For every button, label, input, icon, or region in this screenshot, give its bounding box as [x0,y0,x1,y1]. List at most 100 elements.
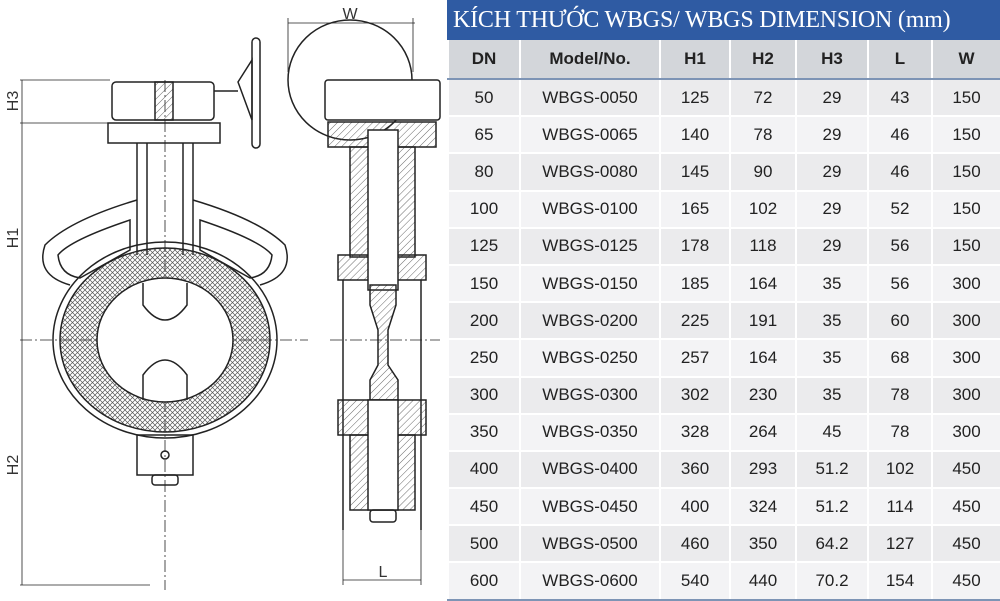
cell-h3: 35 [795,301,869,340]
cell-dn: 200 [447,301,521,340]
cell-dn: 50 [447,77,521,117]
cell-h1: 460 [659,524,731,563]
column-header-model: Model/No. [519,40,661,80]
cell-h2: 324 [729,487,797,526]
cell-dn: 300 [447,375,521,414]
cell-h1: 540 [659,561,731,601]
column-header-l: L [867,40,933,80]
cell-h2: 72 [729,77,797,117]
cell-h2: 164 [729,338,797,377]
cell-h3: 51.2 [795,449,869,489]
cell-h1: 257 [659,338,731,377]
cell-l: 78 [867,375,933,414]
cell-w: 450 [931,449,1000,489]
cell-model: WBGS-0600 [519,561,661,601]
cell-h2: 90 [729,152,797,191]
dimension-label-h3: H3 [5,91,22,112]
cell-h3: 29 [795,189,869,228]
column-header-h1: H1 [659,40,731,80]
cell-h1: 400 [659,487,731,526]
cell-w: 450 [931,524,1000,563]
cell-h2: 102 [729,189,797,228]
cell-h2: 78 [729,115,797,154]
cell-h2: 191 [729,301,797,340]
cell-dn: 65 [447,115,521,154]
dimension-label-h1: H1 [5,228,22,249]
cell-w: 450 [931,561,1000,601]
cell-model: WBGS-0250 [519,338,661,377]
cell-l: 127 [867,524,933,563]
cell-h2: 230 [729,375,797,414]
cell-l: 68 [867,338,933,377]
cell-h3: 51.2 [795,487,869,526]
cell-model: WBGS-0150 [519,263,661,303]
cell-h3: 29 [795,226,869,265]
cell-model: WBGS-0350 [519,412,661,451]
cell-h3: 29 [795,152,869,191]
cell-l: 60 [867,301,933,340]
cell-h1: 125 [659,77,731,117]
cell-dn: 600 [447,561,521,601]
valve-technical-drawing: H3 H1 H2 W L [5,6,441,590]
dimension-label-h2: H2 [5,455,22,476]
cell-h3: 35 [795,263,869,303]
cell-l: 102 [867,449,933,489]
cell-h1: 145 [659,152,731,191]
cell-l: 56 [867,226,933,265]
cell-h2: 164 [729,263,797,303]
column-header-h2: H2 [729,40,797,80]
cell-dn: 100 [447,189,521,228]
cell-l: 78 [867,412,933,451]
cell-dn: 250 [447,338,521,377]
cell-dn: 500 [447,524,521,563]
cell-dn: 80 [447,152,521,191]
cell-l: 52 [867,189,933,228]
front-view [20,37,308,590]
cell-h2: 440 [729,561,797,601]
cell-w: 300 [931,338,1000,377]
cell-h1: 185 [659,263,731,303]
cell-w: 150 [931,77,1000,117]
cell-w: 300 [931,263,1000,303]
cell-h1: 302 [659,375,731,414]
cell-l: 46 [867,152,933,191]
cell-l: 154 [867,561,933,601]
cell-h3: 35 [795,375,869,414]
cell-l: 43 [867,77,933,117]
dimension-label-l: L [379,564,388,581]
cell-h3: 29 [795,77,869,117]
cell-model: WBGS-0100 [519,189,661,228]
cell-h1: 360 [659,449,731,489]
cell-l: 56 [867,263,933,303]
cell-h2: 118 [729,226,797,265]
cell-model: WBGS-0500 [519,524,661,563]
dimension-label-w: W [342,6,358,23]
column-header-dn: DN [447,40,521,80]
cell-dn: 150 [447,263,521,303]
cell-h2: 264 [729,412,797,451]
cell-w: 150 [931,226,1000,265]
cell-dn: 125 [447,226,521,265]
cell-model: WBGS-0400 [519,449,661,489]
cell-w: 150 [931,189,1000,228]
cell-h1: 225 [659,301,731,340]
cell-h3: 35 [795,338,869,377]
table-title: KÍCH THƯỚC WBGS/ WBGS DIMENSION (mm) [447,0,1000,40]
cell-h3: 64.2 [795,524,869,563]
cell-w: 450 [931,487,1000,526]
column-header-h3: H3 [795,40,869,80]
cell-model: WBGS-0080 [519,152,661,191]
